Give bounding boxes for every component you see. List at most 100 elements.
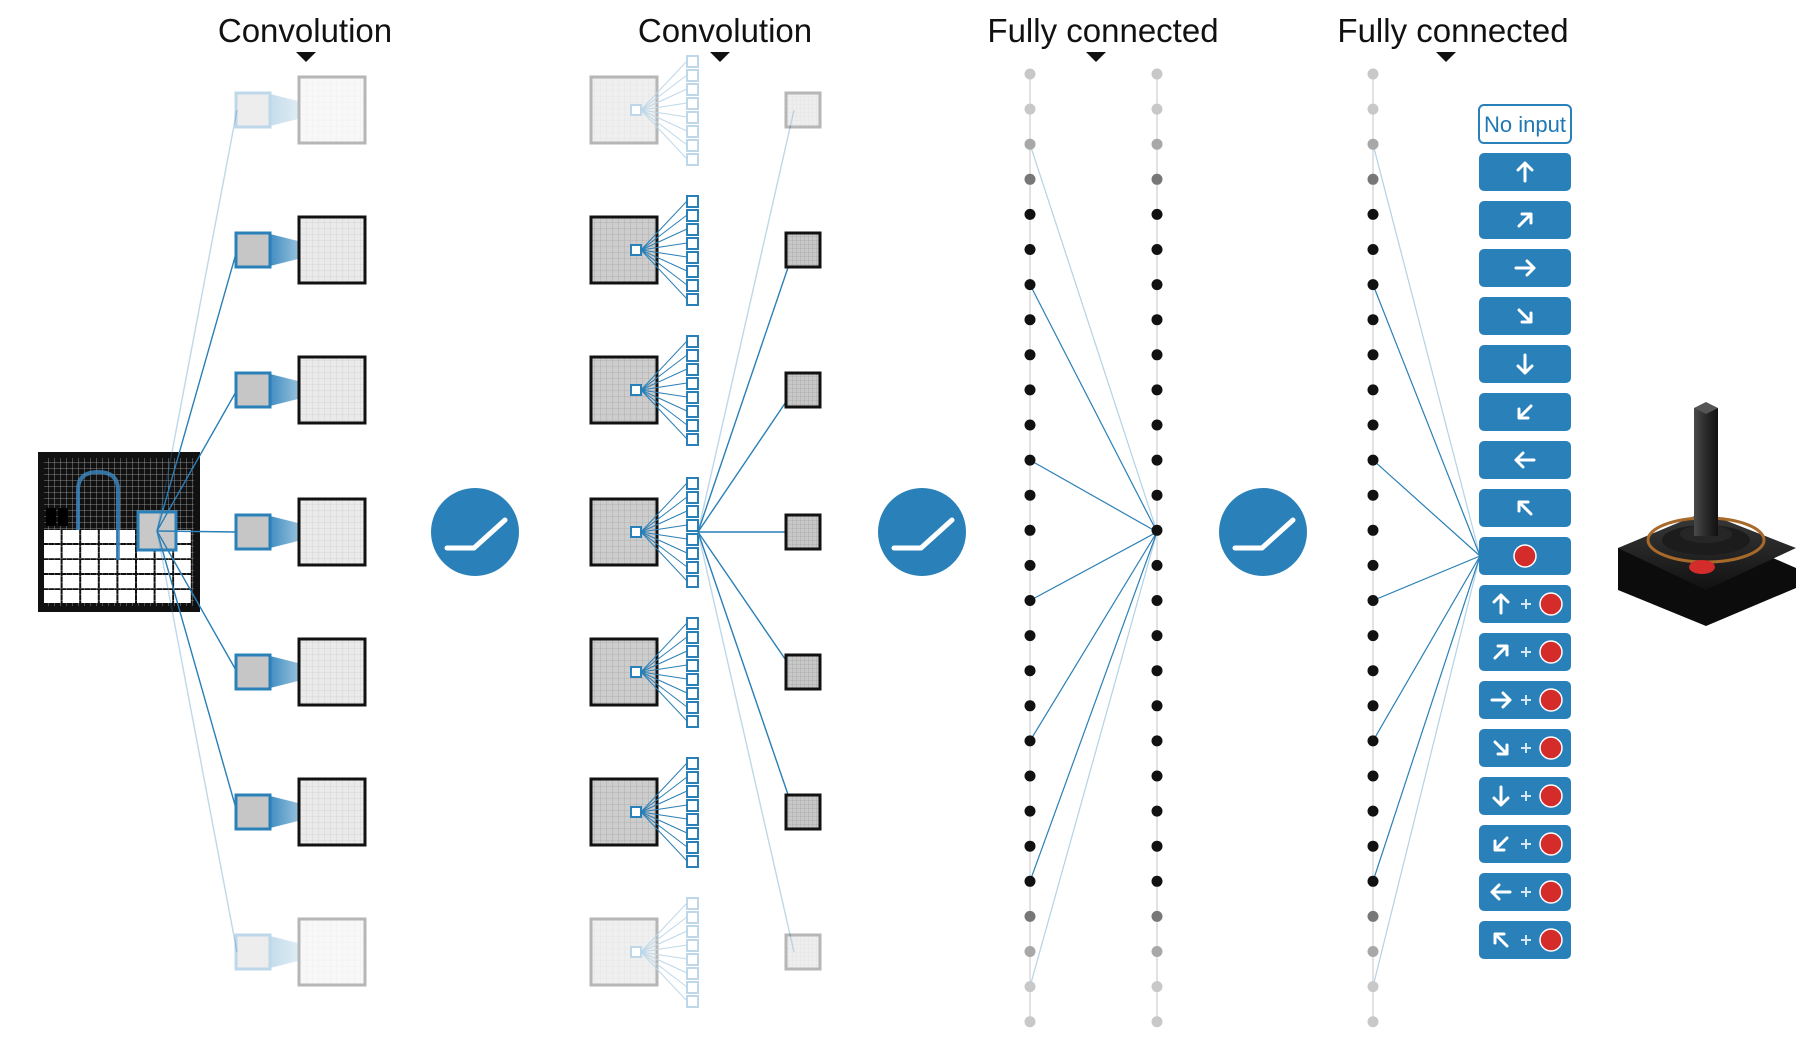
conv2-channel-unit [686, 153, 699, 166]
fc-neuron [1024, 910, 1036, 922]
frame-cell [44, 590, 61, 603]
frame-cell [174, 590, 191, 603]
fc-neuron [1367, 910, 1379, 922]
conv2-kernel-edge [640, 228, 688, 251]
conv1-kernel [234, 653, 272, 691]
conv2-kernel-edge [640, 811, 688, 862]
conv2-channel-unit [686, 827, 699, 840]
conv2-kernel-edge [640, 811, 688, 848]
conv2-kernel-edge [640, 531, 688, 582]
frame-cell [118, 590, 135, 603]
conv2-kernel-edge [640, 88, 688, 111]
conv2-kernel-edge [640, 671, 688, 680]
fc-neuron [1024, 138, 1036, 150]
fc-neuron [1367, 700, 1379, 712]
relu-icon [891, 517, 955, 551]
fc-neuron [1151, 700, 1163, 712]
conv2-channel-unit [686, 477, 699, 490]
fire-button-icon [1539, 832, 1563, 856]
conv2-channel-unit [686, 491, 699, 504]
fc-neuron [1151, 910, 1163, 922]
conv2-input-map [589, 355, 659, 425]
conv2-kernel-edge [640, 916, 688, 953]
frame-cell [62, 560, 80, 573]
conv2-channel-unit [686, 911, 699, 924]
fc2-edge [1372, 555, 1481, 742]
conv2-kernel-edge [640, 109, 688, 146]
action-button-16 [1479, 873, 1571, 911]
fc-neuron [1024, 454, 1036, 466]
action-button-6 [1479, 393, 1571, 431]
fc-neuron [1151, 665, 1163, 677]
fc-neuron [1151, 419, 1163, 431]
fc-neuron [1024, 981, 1036, 993]
frame-cell [99, 545, 117, 558]
action-button-14 [1479, 777, 1571, 815]
conv1-feature-map [297, 777, 367, 847]
conv2-kernel [630, 384, 642, 396]
relu-activation-3 [1219, 488, 1307, 576]
fc-neuron [1367, 805, 1379, 817]
conv2-channel-unit [686, 967, 699, 980]
input-frame-grid [44, 508, 191, 603]
relu-activation-1 [431, 488, 519, 576]
conv2-kernel-edge [640, 531, 688, 554]
plus-icon [1521, 599, 1531, 609]
fc-neuron [1367, 68, 1379, 80]
conv2-kernel-edge [640, 811, 688, 834]
conv1-kernel [234, 371, 272, 409]
fc-neuron [1024, 524, 1036, 536]
conv1-layer [234, 75, 367, 987]
frame-cell [62, 545, 80, 558]
conv2-channel-unit [686, 251, 699, 264]
fire-button-icon [1539, 880, 1563, 904]
conv2-channel-unit [686, 293, 699, 306]
conv2-kernel-edge [640, 636, 688, 673]
frame-cell [81, 590, 98, 603]
conv2-output-edge [697, 389, 795, 533]
conv2-kernel-edge [640, 109, 688, 118]
fc-neuron [1024, 314, 1036, 326]
conv2-channel-unit [686, 279, 699, 292]
conv2-kernel-edge [640, 74, 688, 111]
action-button-1 [1479, 153, 1571, 191]
conv2-kernel-edge [640, 368, 688, 391]
conv2-kernel-edge [640, 671, 688, 694]
fc-neuron [1367, 559, 1379, 571]
conv1-filter-4 [234, 497, 367, 567]
fc-neuron [1151, 138, 1163, 150]
conv2-kernel-edge [640, 951, 688, 960]
conv2-channel-unit [686, 813, 699, 826]
conv2-channel-unit [686, 519, 699, 532]
frame-cell [118, 575, 135, 588]
conv2-kernel [630, 244, 642, 256]
conv2-title: Convolution [638, 12, 812, 49]
conv2-kernel-edge [640, 531, 688, 568]
conv1-marker-icon [296, 52, 316, 62]
conv2-channel-unit [686, 687, 699, 700]
conv2-channel-unit [686, 125, 699, 138]
conv2-channel-unit [686, 673, 699, 686]
fc-neuron [1367, 279, 1379, 291]
conv2-kernel-edge [640, 762, 688, 813]
conv2-filter-6 [589, 757, 822, 868]
conv2-kernel-edge [640, 249, 688, 272]
conv2-filter-2 [589, 195, 822, 306]
fc-neuron [1024, 805, 1036, 817]
fire-button-icon [1539, 688, 1563, 712]
arrow-down-icon [1492, 785, 1510, 807]
fire-button-icon [1539, 784, 1563, 808]
fc-neuron [1024, 384, 1036, 396]
conv2-kernel-edge [640, 531, 688, 540]
conv2-kernel-edge [640, 790, 688, 813]
fire-button-icon [1539, 736, 1563, 760]
conv2-channel-unit [686, 617, 699, 630]
conv2-kernel-edge [640, 389, 688, 440]
fc1-edge [1029, 144, 1158, 533]
conv2-channel-unit [686, 195, 699, 208]
conv2-channel-unit [686, 547, 699, 560]
conv2-kernel-edge [640, 389, 688, 412]
conv2-kernel-edge [640, 776, 688, 813]
conv2-channel-unit [686, 505, 699, 518]
fully-connected-neurons [1024, 68, 1379, 1028]
